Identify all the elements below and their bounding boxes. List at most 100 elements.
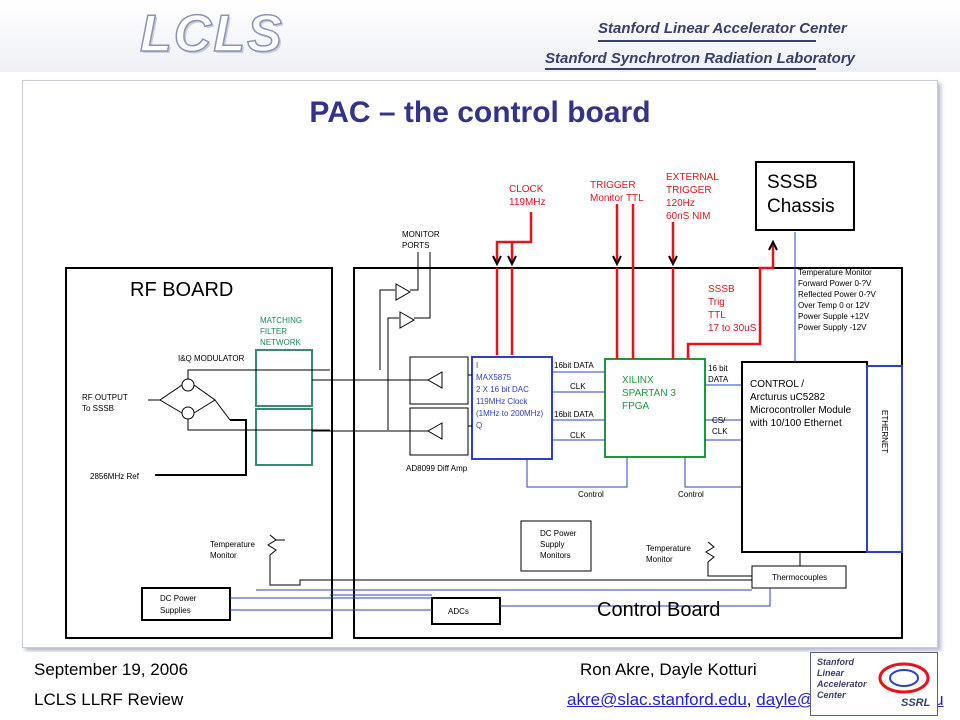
- monitor-item-5: Power Supple +12V: [798, 312, 870, 321]
- bus-label-clk1: CLK: [570, 382, 586, 391]
- rf-board-label: RF BOARD: [130, 279, 233, 301]
- matching-filter-label-2: FILTER: [260, 327, 287, 336]
- temp-monitor-right-1: Temperature: [646, 544, 691, 553]
- sssb-chassis-block: [755, 161, 855, 231]
- monitor-item-6: Power Supply -12V: [798, 323, 867, 332]
- ref-label: 2856MHz Ref: [90, 472, 140, 481]
- sssb-trig-wire: [686, 244, 775, 359]
- mixer-bottom: [181, 406, 195, 420]
- matching-filter-label-3: NETWORK: [260, 338, 302, 347]
- slide-title: PAC – the control board: [309, 96, 651, 129]
- org-name-slac: Stanford Linear Accelerator Center: [598, 20, 847, 37]
- dac-pin-i: I: [476, 361, 478, 370]
- rf-output-label-2: To SSSB: [82, 404, 114, 413]
- bus-lines: [552, 371, 742, 441]
- bus-label-clk3: CLK: [712, 427, 728, 436]
- dc-monitors-block: [520, 520, 592, 572]
- thermistor-right: [705, 541, 752, 577]
- dc-supplies-line-1: DC Power: [160, 594, 197, 603]
- control-label-2: Control: [678, 490, 704, 499]
- lcls-logo: LCLS: [139, 4, 284, 64]
- ext-trigger-label-4: 60nS NIM: [666, 211, 710, 222]
- sssb-trig-label-3: TTL: [708, 310, 726, 321]
- footer-review: LCLS LLRF Review: [34, 690, 184, 709]
- control-module-block: [741, 361, 868, 553]
- fpga-line-2: SPARTAN 3: [622, 388, 676, 399]
- iq-modulator-label: I&Q MODULATOR: [178, 354, 245, 363]
- header-rule-1: [598, 40, 816, 42]
- dc-supplies-block: [141, 587, 231, 621]
- control-module-line-2: Arcturus uC5282: [750, 392, 825, 403]
- ethernet-block: [866, 365, 903, 553]
- dac-to-amp: [468, 374, 472, 427]
- header-bar: LCLS Stanford Linear Accelerator Center …: [0, 0, 960, 72]
- dc-monitors-line-1: DC Power: [540, 529, 577, 538]
- slac-logo-line-3: Accelerator: [817, 679, 867, 689]
- monitor-port-lines: [379, 252, 431, 430]
- sssb-trig-label-4: 17 to 30uS: [708, 323, 757, 334]
- dac-line-3: 119MHz Clock: [476, 397, 528, 406]
- monitor-ports-label-2: PORTS: [402, 241, 429, 250]
- bus-label-data1: 16bit DATA: [554, 361, 594, 370]
- slac-logo-line-2: Linear: [817, 668, 845, 678]
- bus-label-data2: 16bit DATA: [554, 410, 594, 419]
- diff-amp-label: AD8099 Diff Amp: [406, 464, 468, 473]
- ext-trigger-label-2: TRIGGER: [666, 185, 712, 196]
- ext-trigger-label-1: EXTERNAL: [666, 172, 719, 183]
- email-separator: ,: [746, 690, 757, 709]
- ref-line: [155, 419, 247, 476]
- monitor-item-2: Forward Power 0-?V: [798, 279, 872, 288]
- temp-monitor-left-1: Temperature: [210, 540, 255, 549]
- thermocouples-label: Thermocouples: [772, 573, 827, 582]
- amp-symbol-top: [426, 371, 443, 389]
- footer-date: September 19, 2006: [34, 660, 189, 679]
- monitor-ports-label-1: MONITOR: [402, 230, 440, 239]
- email-link-akre[interactable]: akre@slac.stanford.edu: [567, 690, 747, 709]
- control-label-1: Control: [578, 490, 604, 499]
- matching-filter-top: [255, 349, 313, 407]
- clock-label-1: CLOCK: [509, 184, 544, 195]
- trigger-label-1: TRIGGER: [590, 180, 636, 191]
- temp-monitor-right-2: Monitor: [646, 555, 673, 564]
- header-rule-2: [545, 68, 816, 70]
- slide-panel: [22, 80, 938, 648]
- arrow-sssb: [768, 239, 778, 251]
- amp-symbol-bottom: [426, 422, 443, 440]
- sssb-chassis-line-2: Chassis: [767, 196, 835, 217]
- matching-filter-label-1: MATCHING: [260, 316, 302, 325]
- arrow-ext-trigger: [668, 255, 678, 267]
- control-module-line-3: Microcontroller Module: [750, 405, 852, 416]
- bus-label-data16-2: DATA: [708, 375, 729, 384]
- clock-label-2: 119MHz: [509, 197, 546, 208]
- fpga-line-3: FPGA: [622, 401, 650, 412]
- dc-monitors-line-3: Monitors: [540, 551, 571, 560]
- mixer-top: [181, 378, 195, 392]
- dac-line-1: MAX5875: [476, 373, 512, 382]
- dac-line-4: (1MHz to 200MHz): [476, 409, 543, 418]
- slac-logo-line-4: Center: [817, 690, 846, 700]
- monitor-lines: [256, 589, 752, 596]
- amp-to-filter: [312, 379, 428, 432]
- bus-label-data16-1: 16 bit: [708, 364, 728, 373]
- control-module-line-1: CONTROL /: [750, 379, 804, 390]
- temp-monitor-left-2: Monitor: [210, 551, 237, 560]
- rf-output-label-1: RF OUTPUT: [82, 393, 128, 402]
- monitor-item-3: Reflected Power 0-?V: [798, 290, 876, 299]
- thermocouples-block: [751, 565, 847, 589]
- monitor-item-1: Temperature Monitor: [798, 268, 872, 277]
- bus-label-clk2: CLK: [570, 431, 586, 440]
- footer-authors: Ron Akre, Dayle Kotturi: [580, 660, 757, 679]
- arrow-clock-2: [507, 255, 517, 267]
- matching-filter-bottom: [255, 408, 313, 466]
- thermistor-left: [267, 534, 752, 586]
- monitor-item-4: Over Temp 0 or 12V: [798, 301, 870, 310]
- arrow-clock-1: [492, 255, 502, 267]
- ext-trigger-label-3: 120Hz: [666, 198, 695, 209]
- sssb-trig-label-1: SSSB: [708, 284, 735, 295]
- dac-pin-q: Q: [476, 421, 482, 430]
- adcs-block: [431, 597, 501, 625]
- slac-logo-line-1: Stanford: [817, 657, 854, 667]
- trigger-label-2: Monitor TTL: [590, 193, 644, 204]
- slac-logo: Stanford Linear Accelerator Center SSRL: [810, 652, 938, 716]
